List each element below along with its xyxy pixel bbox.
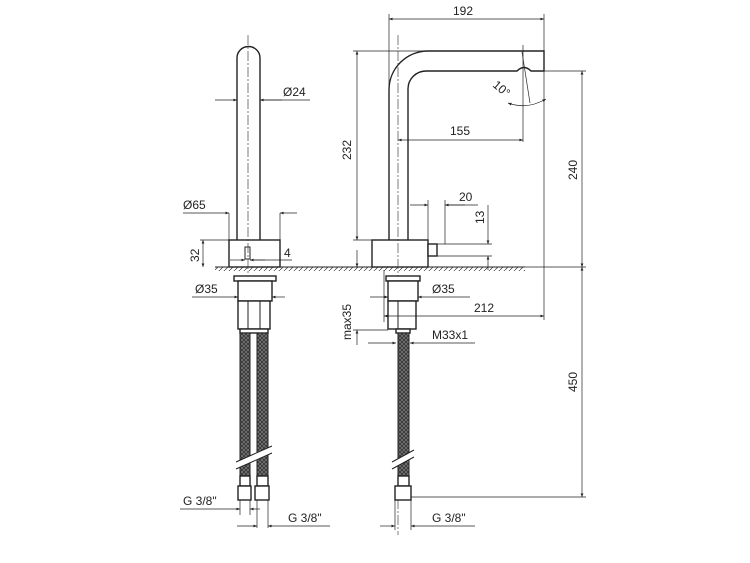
dim-thread: M33x1: [432, 328, 468, 342]
dim-spout-reach: 155: [450, 124, 470, 138]
dim-aerator: 4: [284, 246, 291, 260]
dim-lever-height: 13: [473, 210, 487, 224]
side-view-dimensions: Ø24 Ø65 32 4 Ø35 G 3/8" G 3/8": [180, 85, 330, 528]
dim-total-reach: 192: [453, 4, 473, 18]
dim-hose-length: 450: [566, 372, 580, 392]
dim-lever-length: 20: [459, 190, 473, 204]
dim-hose-thread: G 3/8": [432, 511, 466, 525]
dim-angle: 10°: [490, 78, 513, 101]
dim-shank-front: Ø35: [432, 282, 455, 296]
dim-base-height: 32: [188, 248, 202, 262]
dim-base-diameter: Ø65: [183, 198, 206, 212]
dim-hose-left: G 3/8": [183, 494, 217, 508]
front-view: [371, 35, 545, 535]
dim-hose-right: G 3/8": [288, 511, 322, 525]
dim-rod-diameter: Ø24: [283, 85, 306, 99]
dim-shank-diameter: Ø35: [195, 282, 218, 296]
dim-spout-height: 232: [340, 140, 354, 160]
dim-outlet-height: 240: [566, 160, 580, 180]
side-view: [228, 35, 281, 501]
dim-max-counter: max35: [340, 304, 354, 340]
front-view-dimensions: 192 155 10° 232 240 450 20 13 Ø35 212 ma…: [340, 4, 586, 530]
dim-overall-reach: 212: [474, 301, 494, 315]
